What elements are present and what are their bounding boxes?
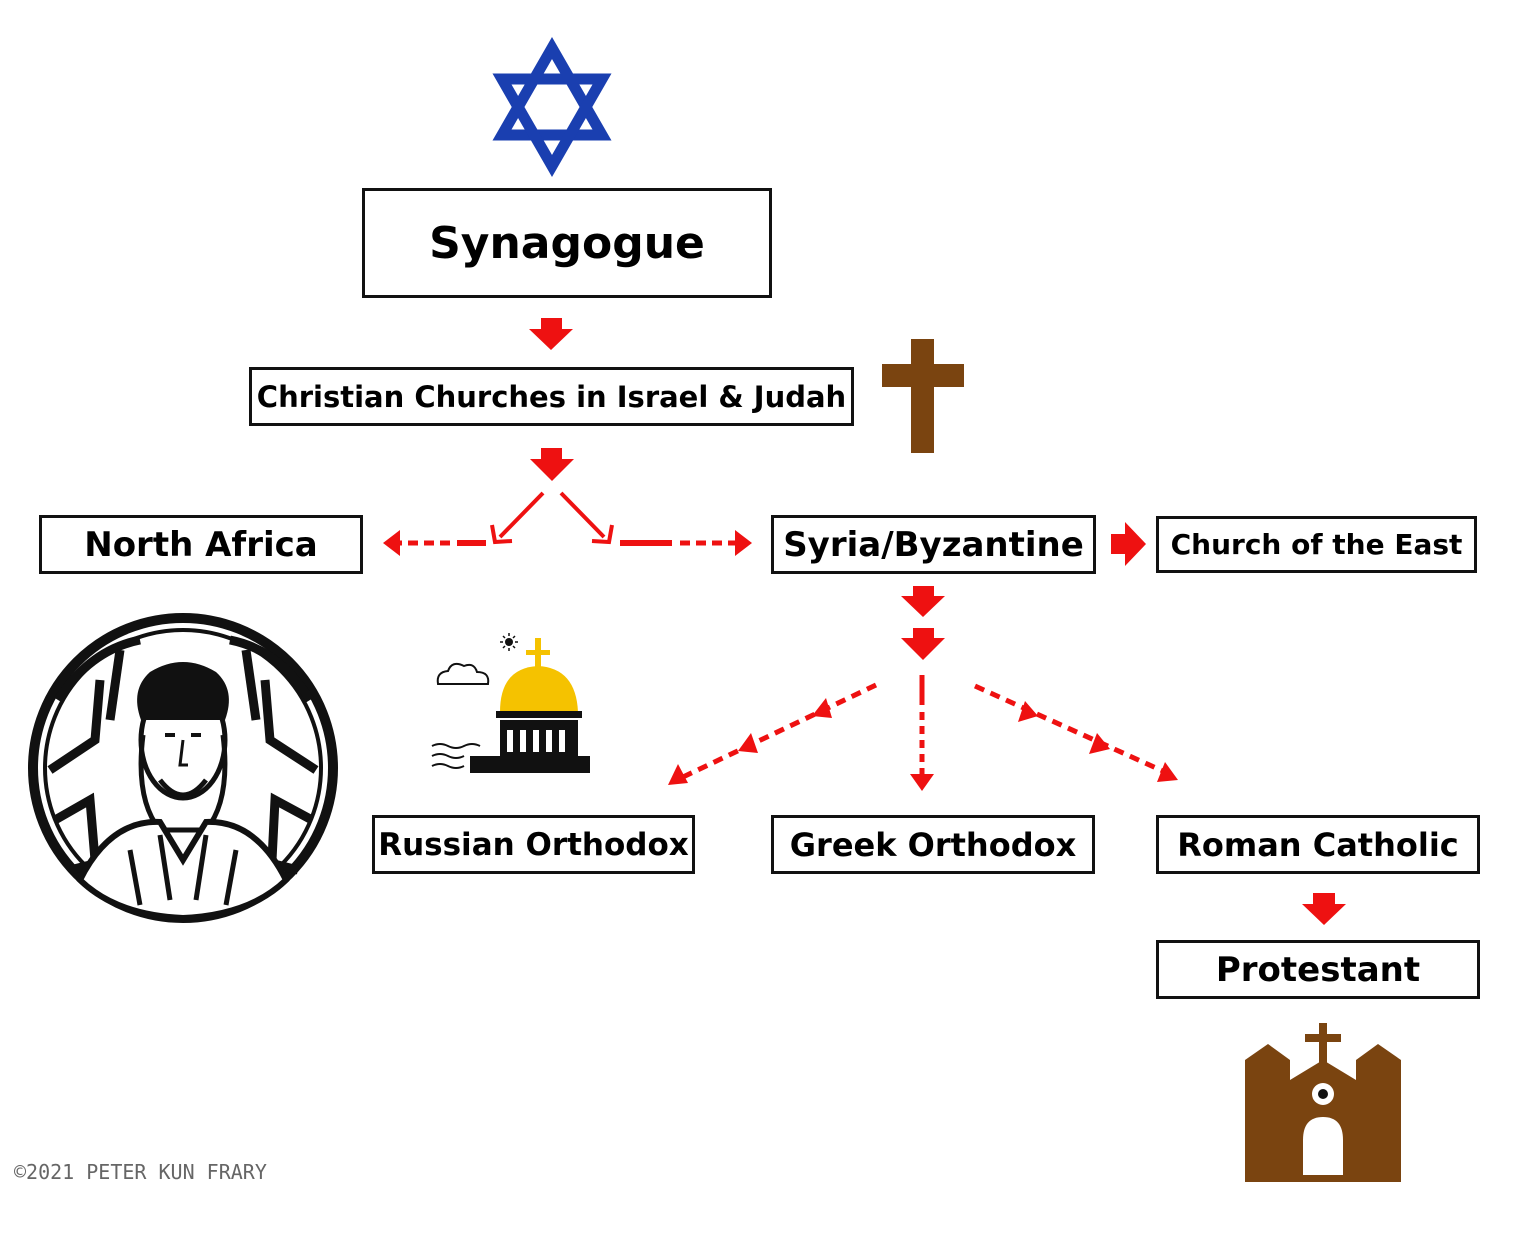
node-label: Russian Orthodox bbox=[378, 826, 689, 863]
node-label: Church of the East bbox=[1170, 528, 1463, 561]
node-israel-judah: Christian Churches in Israel & Judah bbox=[249, 367, 854, 426]
node-protestant: Protestant bbox=[1156, 940, 1480, 999]
arrow-syria-down-1 bbox=[901, 586, 945, 617]
node-label: Syria/Byzantine bbox=[783, 524, 1084, 565]
arrow-israel-split bbox=[530, 448, 574, 481]
arrow-syria-east bbox=[1111, 522, 1146, 566]
edge-to-north-africa bbox=[383, 530, 486, 556]
node-label: Protestant bbox=[1215, 949, 1421, 990]
node-syria-byzantine: Syria/Byzantine bbox=[771, 515, 1096, 574]
node-north-africa: North Africa bbox=[39, 515, 363, 574]
node-label: Greek Orthodox bbox=[789, 825, 1077, 864]
arrow-roman-protestant bbox=[1302, 893, 1346, 925]
edge-to-roman bbox=[973, 683, 1178, 782]
node-label: Roman Catholic bbox=[1177, 825, 1459, 864]
node-label: Christian Churches in Israel & Judah bbox=[256, 379, 847, 414]
edge-to-greek bbox=[910, 675, 934, 791]
node-label: North Africa bbox=[84, 524, 318, 565]
node-label: Synagogue bbox=[429, 217, 705, 269]
arrow-synagogue-israel bbox=[529, 318, 573, 350]
node-synagogue: Synagogue bbox=[362, 188, 772, 298]
node-roman-catholic: Roman Catholic bbox=[1156, 815, 1480, 874]
node-church-of-the-east: Church of the East bbox=[1156, 516, 1477, 573]
arrow-syria-down-2 bbox=[901, 628, 945, 660]
node-russian-orthodox: Russian Orthodox bbox=[372, 815, 695, 874]
edge-to-syria bbox=[620, 530, 752, 556]
copyright-credit: ©2021 PETER KUN FRARY bbox=[14, 1160, 267, 1184]
edge-to-russian bbox=[668, 682, 878, 785]
node-greek-orthodox: Greek Orthodox bbox=[771, 815, 1095, 874]
split-arrows bbox=[490, 491, 614, 545]
